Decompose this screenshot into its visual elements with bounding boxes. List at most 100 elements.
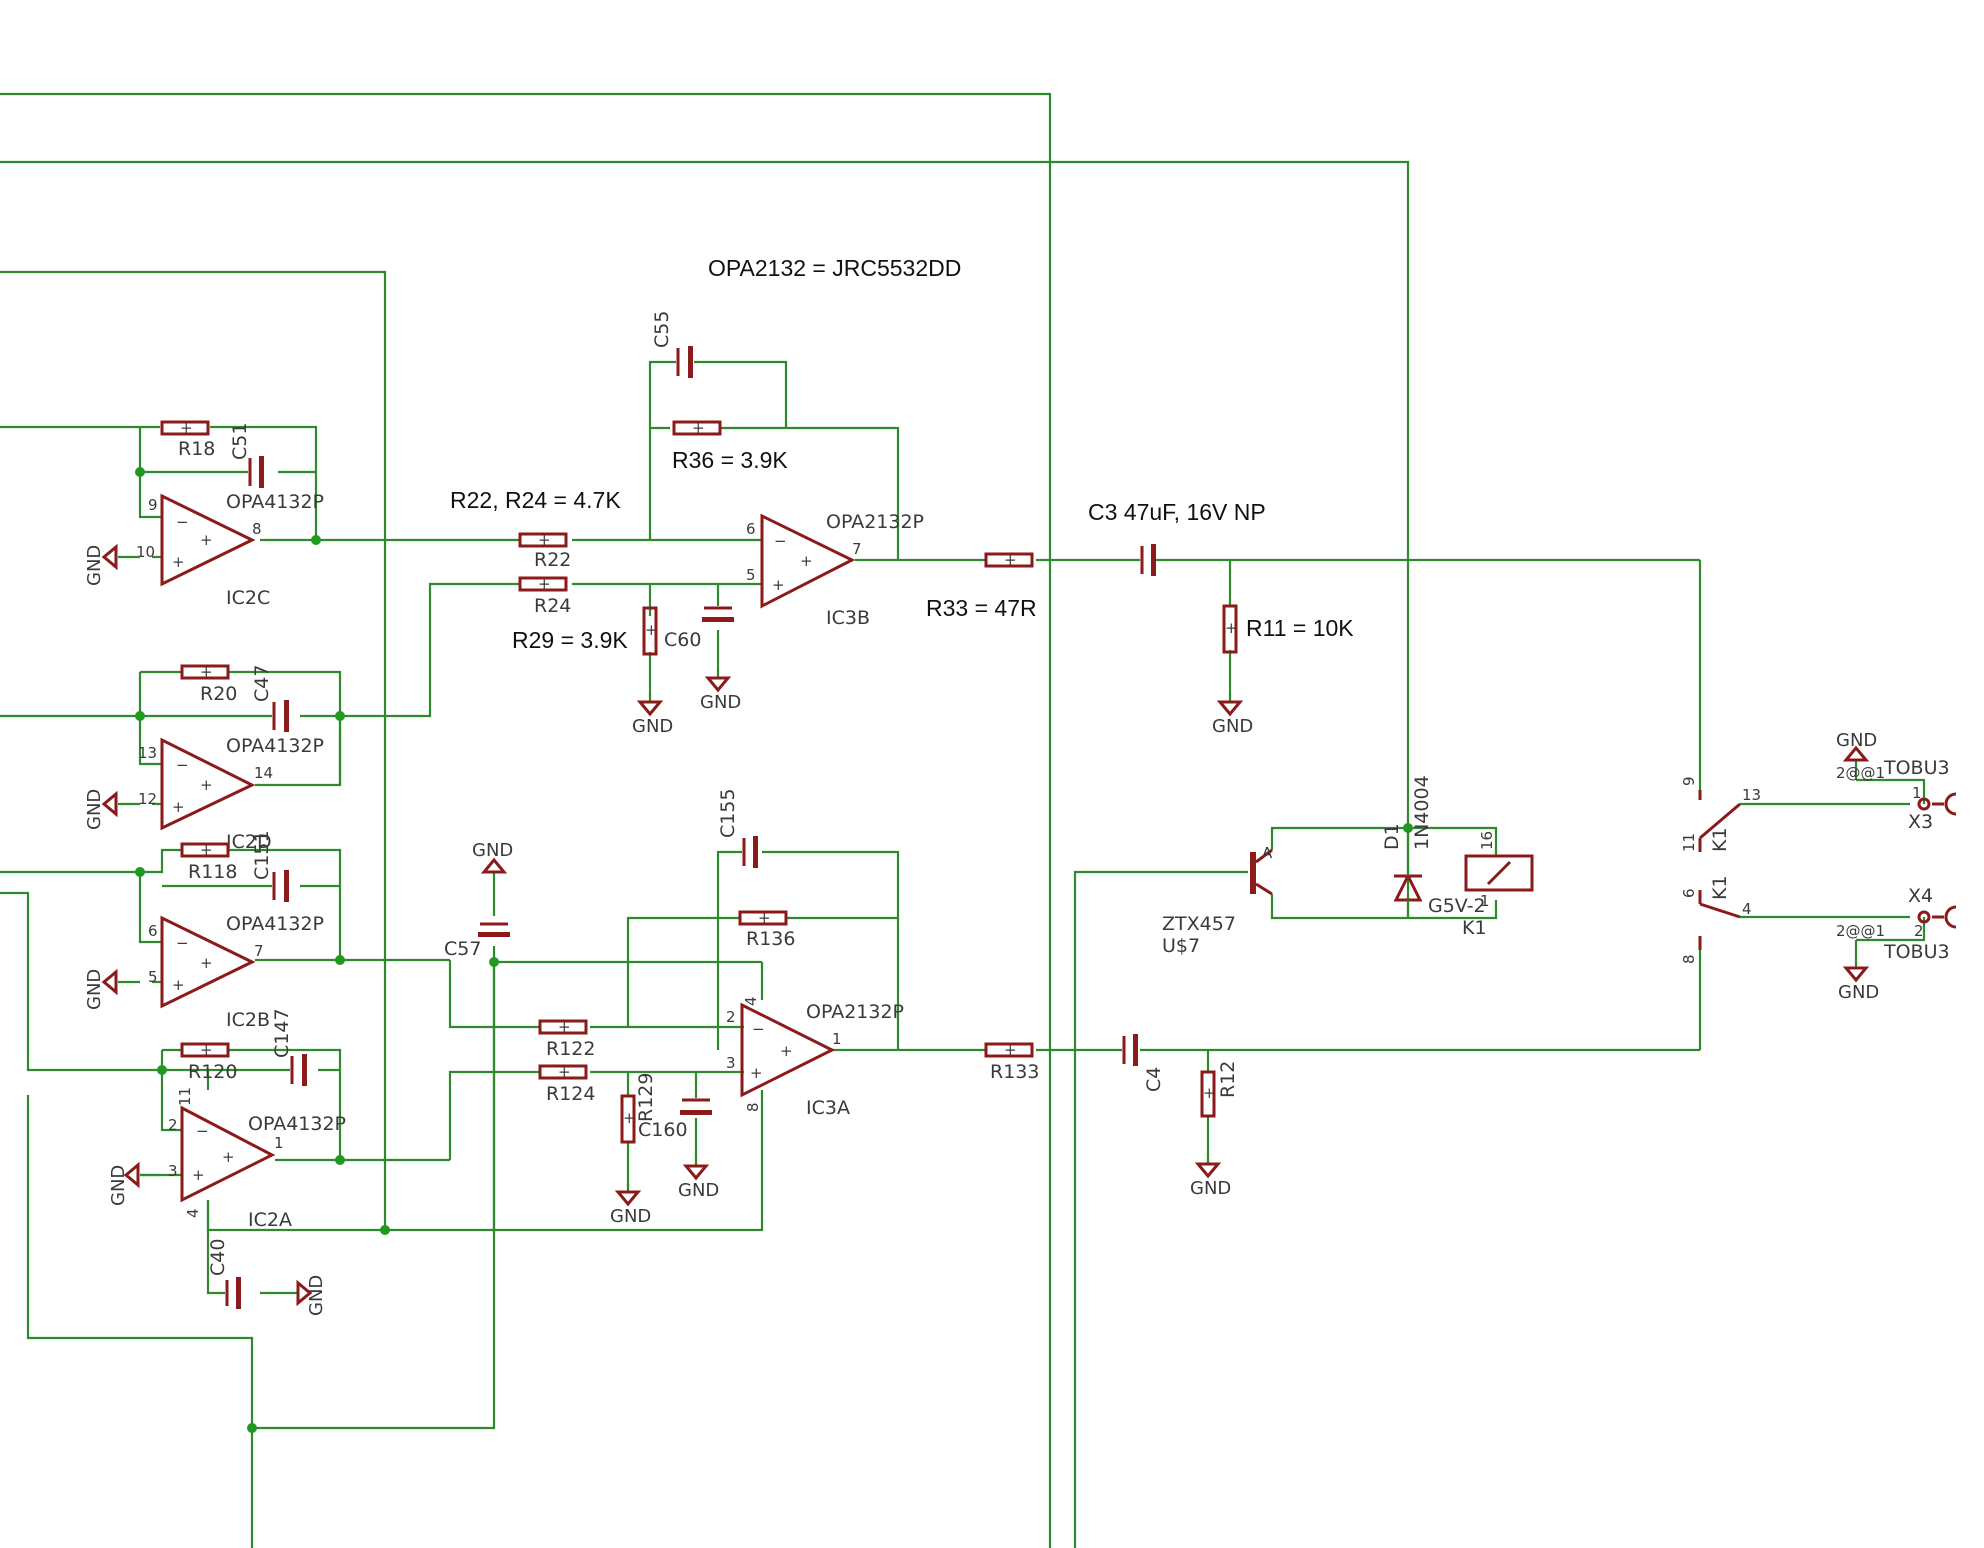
svg-text:+: +	[692, 419, 705, 437]
capacitor-c160: C160	[638, 1098, 712, 1141]
opamp-ic2d: −+ + 13 12 14 OPA4132P IC2D	[138, 735, 324, 853]
svg-text:R22: R22	[534, 549, 571, 571]
svg-text:C47: C47	[251, 665, 273, 702]
relay-contact-ref-b: K1	[1709, 875, 1731, 900]
ic3a-pin-out: 1	[832, 1030, 842, 1048]
ic2a-pin-inv: 2	[168, 1116, 178, 1134]
svg-text:C155: C155	[717, 788, 739, 838]
x4-type: TOBU3	[1883, 941, 1950, 963]
svg-text:C151: C151	[251, 830, 273, 880]
svg-text:GND: GND	[84, 789, 105, 830]
ic2c-type: OPA4132P	[226, 491, 324, 513]
resistor-r124: +R124	[538, 1063, 595, 1105]
note-r11: R11 = 10K	[1246, 615, 1354, 641]
svg-text:−: −	[752, 1020, 765, 1038]
capacitor-c4: C4	[1122, 1034, 1165, 1092]
capacitor-c57: C57	[444, 922, 510, 960]
svg-text:+: +	[750, 1064, 763, 1082]
svg-text:GND: GND	[1838, 982, 1879, 1003]
ic2d-pin-noninv: 12	[138, 790, 157, 808]
relay-pin-9: 9	[1680, 776, 1698, 786]
capacitor-c151: C151	[251, 830, 289, 902]
ic2c-name: IC2C	[226, 587, 270, 609]
gnd-x4: GND	[1838, 958, 1879, 1003]
ic3a-name: IC3A	[806, 1097, 850, 1119]
svg-text:R24: R24	[534, 595, 571, 617]
note-c3: C3 47uF, 16V NP	[1088, 499, 1266, 525]
annotation-notes: OPA2132 = JRC5532DD R36 = 3.9K R22, R24 …	[450, 255, 1354, 653]
svg-text:+: +	[623, 1109, 636, 1127]
opamp-ic3b: −+ + 6 5 7 OPA2132P IC3B	[746, 511, 924, 629]
ic2a-pin-vp: 11	[176, 1087, 194, 1106]
svg-text:−: −	[774, 532, 787, 550]
svg-text:R118: R118	[188, 861, 237, 883]
svg-text:−: −	[196, 1122, 209, 1140]
svg-text:+: +	[800, 552, 813, 570]
ic2a-pin-out: 1	[274, 1134, 284, 1152]
ic3b-type: OPA2132P	[826, 511, 924, 533]
ic3a-pin-noninv: 3	[726, 1054, 736, 1072]
note-r22-r24: R22, R24 = 4.7K	[450, 487, 621, 513]
gnd-c40: GND	[296, 1275, 327, 1316]
svg-text:GND: GND	[678, 1180, 719, 1201]
connector-x4: 2@@1 2 TOBU3 X4	[1836, 885, 1957, 963]
gnd-r12: GND	[1190, 1154, 1231, 1199]
ic2a-type: OPA4132P	[248, 1113, 346, 1135]
opamp-ic2a: −+ + 2 3 1 11 4 OPA4132P IC2A	[168, 1087, 346, 1231]
resistor-r33: +	[984, 551, 1034, 569]
ic2c-pin-noninv: 10	[136, 543, 155, 561]
svg-text:+: +	[200, 663, 213, 681]
capacitor-c47: C47	[251, 665, 289, 732]
capacitor-c60: C60	[664, 606, 734, 651]
svg-text:+: +	[558, 1018, 571, 1036]
resistor-r18: +R18	[160, 419, 215, 460]
ic2a-name: IC2A	[248, 1209, 292, 1231]
svg-text:C60: C60	[664, 629, 701, 651]
svg-text:R124: R124	[546, 1083, 595, 1105]
svg-text:C4: C4	[1143, 1067, 1165, 1092]
resistor-r122: +R122	[538, 1018, 595, 1060]
relay-contacts: 9 11 13 6 8 4 K1 K1	[1680, 776, 1761, 964]
svg-text:+: +	[1004, 1041, 1017, 1059]
resistor-r129: +R129	[620, 1073, 657, 1144]
ic2d-pin-inv: 13	[138, 744, 157, 762]
svg-text:+: +	[222, 1148, 235, 1166]
svg-text:+: +	[172, 553, 185, 571]
svg-text:C55: C55	[651, 311, 673, 348]
resistor-r36: +	[672, 419, 722, 437]
svg-text:A: A	[1262, 844, 1273, 862]
svg-text:+: +	[200, 841, 213, 859]
svg-text:+: +	[180, 419, 193, 437]
gnd-ic2b: GND	[84, 969, 140, 1010]
ic3b-pin-noninv: 5	[746, 566, 756, 584]
svg-text:R129: R129	[635, 1073, 657, 1122]
x3-pin1: 1	[1912, 784, 1922, 802]
resistors: +R18 +R20 +R118 +R120 +R22 +R24 + + + + …	[160, 419, 1239, 1144]
capacitor-c155: C155	[717, 788, 758, 868]
x4-pin2: 2	[1914, 922, 1924, 940]
svg-text:GND: GND	[84, 545, 105, 586]
resistor-r29: +	[642, 606, 658, 656]
svg-text:GND: GND	[700, 692, 741, 713]
transistor-type: ZTX457	[1162, 913, 1236, 935]
svg-text:+: +	[1225, 619, 1238, 637]
svg-text:+: +	[192, 1166, 205, 1184]
capacitor-c51: C51	[229, 423, 264, 488]
ic2b-pin-noninv: 5	[148, 968, 158, 986]
gnd-ic2d: GND	[84, 789, 140, 830]
ic2b-name: IC2B	[226, 1009, 270, 1031]
svg-text:GND: GND	[306, 1275, 327, 1316]
relay-contact-ref-a: K1	[1709, 827, 1731, 852]
ic2c-pin-inv: 9	[148, 496, 158, 514]
svg-text:C57: C57	[444, 938, 481, 960]
ic3a-pin-vp: 4	[742, 996, 760, 1006]
x3-name: X3	[1908, 811, 1933, 833]
capacitor-c55: C55	[651, 311, 693, 378]
ic2a-pin-vn: 4	[184, 1208, 202, 1218]
relay-driver: A ZTX457 U$7 D1 1N4004 16 1 G5V-2 K1	[1162, 775, 1534, 957]
diode-type: 1N4004	[1411, 775, 1433, 850]
resistor-r136: +R136	[738, 909, 795, 950]
svg-text:+: +	[538, 531, 551, 549]
ic3b-pin-inv: 6	[746, 520, 756, 538]
